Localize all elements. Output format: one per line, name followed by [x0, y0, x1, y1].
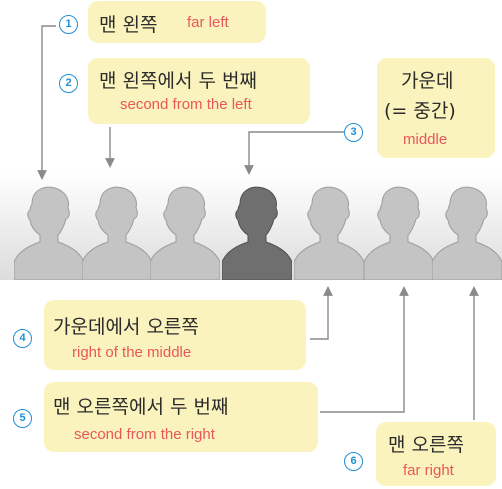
arrow-second-from-right	[320, 286, 409, 413]
label-box-middle	[377, 58, 495, 158]
label-ko-right-of-middle: 가운데에서 오른쪽	[53, 316, 199, 338]
number-badge-3: 3	[344, 123, 363, 142]
person-figure-4-highlighted	[221, 186, 293, 281]
person-figure-3	[149, 186, 221, 281]
arrow-right-of-middle	[310, 286, 333, 340]
label-ko-second-from-left: 맨 왼쪽에서 두 번째	[99, 70, 257, 92]
number-badge-4: 4	[13, 329, 32, 348]
label-en-second-from-left: second from the left	[120, 96, 252, 113]
label-ko-far-right: 맨 오른쪽	[388, 434, 464, 456]
person-figure-2	[81, 186, 153, 281]
label-en-far-left: far left	[187, 14, 229, 31]
label-box-right-of-middle	[44, 300, 306, 370]
label-box-far-right	[376, 422, 496, 486]
number-badge-5: 5	[13, 409, 32, 428]
person-figure-7	[431, 186, 502, 281]
person-figure-5	[293, 186, 365, 281]
label-ko-middle-line1: 가운데	[401, 70, 454, 92]
label-en-second-from-right: second from the right	[74, 426, 215, 443]
label-box-second-from-right	[44, 382, 318, 452]
label-en-far-right: far right	[403, 462, 454, 479]
person-figure-6	[363, 186, 435, 281]
label-en-right-of-middle: right of the middle	[72, 344, 192, 361]
number-badge-6: 6	[344, 452, 363, 471]
number-badge-2: 2	[59, 74, 78, 93]
label-ko-middle-line2: (= 중간)	[384, 100, 456, 122]
label-ko-second-from-right: 맨 오른쪽에서 두 번째	[53, 396, 229, 418]
number-badge-1: 1	[59, 15, 78, 34]
label-en-middle: middle	[403, 131, 448, 148]
arrow-middle	[244, 131, 344, 175]
label-box-second-from-left	[88, 58, 310, 124]
label-box-far-left	[88, 1, 266, 43]
person-figure-1	[13, 186, 85, 281]
arrow-far-left	[37, 25, 56, 180]
label-ko-far-left: 맨 왼쪽	[99, 14, 158, 36]
